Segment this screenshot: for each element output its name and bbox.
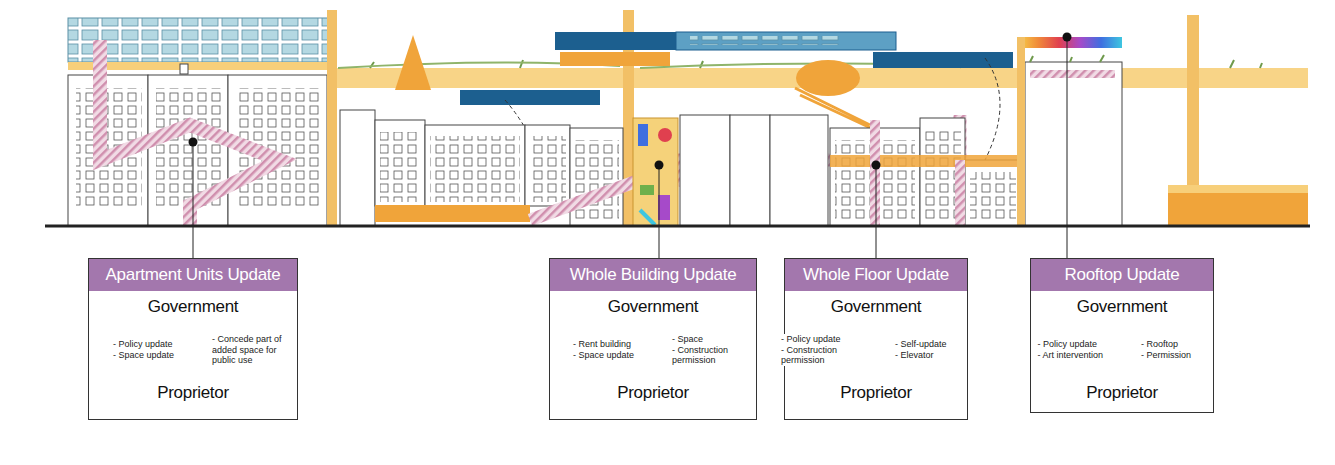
illustration-part — [659, 165, 660, 258]
flow-label: - Rent building - Space update — [573, 339, 634, 361]
illustration-part — [970, 172, 1016, 220]
illustration-part — [375, 205, 530, 222]
illustration-part — [770, 115, 828, 226]
illustration-part — [189, 138, 198, 147]
illustration-part — [872, 161, 881, 170]
party-name: Proprietor — [157, 383, 229, 403]
illustration-part — [876, 165, 877, 258]
party-node: Proprietor — [617, 383, 689, 403]
illustration-part — [638, 124, 648, 146]
illustration-part — [1063, 33, 1072, 42]
party-name: Proprietor — [840, 383, 912, 403]
illustration-part — [830, 155, 1020, 167]
party-name: Proprietor — [1086, 383, 1158, 403]
party-name: Government — [831, 297, 922, 317]
illustration-part — [525, 125, 570, 206]
party-node: Proprietor — [157, 383, 229, 403]
illustration-part — [658, 195, 670, 220]
box-heading: Whole Floor Update — [785, 259, 967, 291]
illustration-part — [1168, 185, 1308, 226]
illustration-part — [1168, 185, 1308, 193]
illustration-part — [327, 10, 337, 226]
illustration-part — [1025, 62, 1122, 226]
illustration-part — [425, 125, 525, 206]
party-node: Government — [608, 297, 699, 317]
illustration-part — [965, 160, 1020, 226]
flow-label: - Policy update - Construction permissio… — [781, 334, 857, 366]
illustration-part — [873, 52, 1013, 68]
party-name: Government — [1077, 297, 1168, 317]
illustration-part — [658, 128, 672, 142]
illustration-part — [68, 62, 330, 70]
illustration-part — [570, 128, 623, 226]
illustration-part — [985, 58, 1000, 160]
illustration-part — [640, 210, 655, 225]
update-box: Rooftop UpdateGovernmentProprietor — [1030, 258, 1214, 413]
illustration-part — [655, 161, 664, 170]
flow-label: - Space - Construction permission — [672, 334, 748, 366]
illustration-part — [690, 36, 840, 45]
flow-label: - Policy update - Space update — [113, 339, 174, 361]
illustration-part — [375, 120, 425, 206]
party-node: Government — [1077, 297, 1168, 317]
flow-label: - Self-update - Elevator — [895, 339, 947, 361]
illustration-part — [430, 136, 520, 202]
illustration-part — [730, 115, 770, 226]
party-name: Proprietor — [617, 383, 689, 403]
party-node: Proprietor — [840, 383, 912, 403]
box-heading: Whole Building Update — [550, 259, 756, 291]
flow-label: - Policy update - Art intervention — [1037, 339, 1103, 361]
party-node: Proprietor — [1086, 383, 1158, 403]
illustration-part — [560, 52, 670, 66]
box-heading: Rooftop Update — [1031, 259, 1213, 291]
illustration-part — [796, 60, 860, 96]
illustration-part — [45, 225, 1310, 228]
illustration-part — [676, 32, 896, 50]
illustration-part — [193, 142, 194, 258]
illustration-part — [875, 120, 960, 226]
party-node: Government — [831, 297, 922, 317]
illustration-part — [380, 132, 420, 202]
party-name: Government — [608, 297, 699, 317]
illustration-part — [1067, 37, 1068, 258]
illustration-part — [395, 35, 431, 90]
flow-label: - Rooftop - Permission — [1141, 339, 1191, 361]
illustration-part — [555, 32, 676, 50]
illustration-part — [100, 40, 280, 226]
illustration-part — [180, 64, 188, 74]
illustration-part — [633, 118, 678, 226]
illustration-part — [68, 18, 330, 62]
illustration-part — [1017, 37, 1025, 226]
flow-label: - Concede part of added space for public… — [212, 334, 288, 366]
party-name: Government — [148, 297, 239, 317]
illustration-part — [680, 115, 730, 226]
illustration-part — [1030, 70, 1115, 78]
illustration-part — [640, 185, 654, 195]
illustration-part — [340, 110, 375, 226]
illustration-part — [460, 90, 600, 105]
illustration-part — [530, 136, 566, 202]
box-heading: Apartment Units Update — [89, 259, 297, 291]
party-node: Government — [148, 297, 239, 317]
